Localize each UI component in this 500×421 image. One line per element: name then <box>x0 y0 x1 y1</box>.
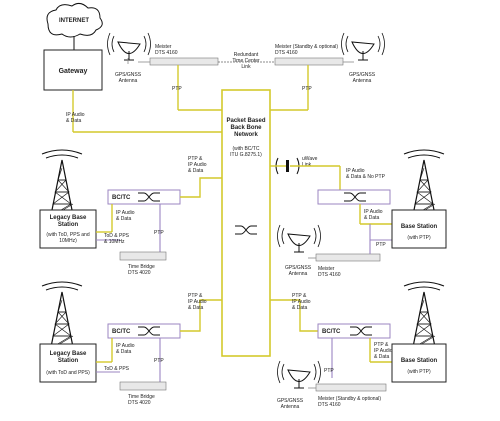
time-bridge-upper[interactable] <box>119 251 167 261</box>
ip-no-ptp-label: IP Audio& Data & No PTP <box>346 168 386 180</box>
master-device-mid-right[interactable] <box>315 253 381 262</box>
internet-cloud: INTERNET <box>46 2 103 38</box>
ptp-label-top-left: PTP <box>172 86 182 92</box>
ptp-label-upper-right: PTP <box>376 242 386 248</box>
ptp-ip-label-lower-right-2: PTP &IP Audio& Data <box>374 342 393 360</box>
base-station-upper-sub: (with PTP) <box>407 235 431 241</box>
tod-label-lower: ToD & PPS <box>104 366 130 372</box>
gnss-antenna-top-left <box>107 32 151 61</box>
master-device-top-right[interactable] <box>274 57 344 66</box>
bctc-label-lower-left: BC/TC <box>112 329 131 335</box>
legacy-base-2-sub: (with ToD and PPS) <box>46 370 90 376</box>
base-station-upper-title: Base Station <box>401 224 438 230</box>
ip-audio-label-upper-left: IP Audio& Data <box>116 210 135 222</box>
time-bridge-lower[interactable] <box>119 381 167 391</box>
bctc-label-lower-right: BC/TC <box>322 329 341 335</box>
base-station-lower-title: Base Station <box>401 358 438 364</box>
ptp-ip-label-lower-right: PTP &IP Audio& Data <box>292 293 311 311</box>
ip-audio-label-lower-left: IP Audio& Data <box>116 343 135 355</box>
ptp-label-lower-left-vert: PTP <box>154 358 164 364</box>
legacy-base-station-1[interactable] <box>39 209 97 249</box>
master-device-bottom-right[interactable] <box>315 383 387 392</box>
gnss-antenna-mid-right <box>277 224 321 253</box>
ptp-label-lower-right: PTP <box>324 368 334 374</box>
master-label-top-right: Meister (Standby & optional)DTS 4160 <box>275 44 338 56</box>
ptp-label-top-right: PTP <box>302 86 312 92</box>
ptp-ip-label-upper-left: PTP &IP Audio& Data <box>188 156 207 174</box>
backbone-network-box[interactable] <box>221 89 271 357</box>
internet-label: INTERNET <box>59 18 89 24</box>
ip-audio-label-upper-right: IP Audio& Data <box>364 209 383 221</box>
ptp-ip-label-lower-left: PTP &IP Audio& Data <box>188 293 207 311</box>
gateway-label: Gateway <box>59 68 88 75</box>
master-label-bottom-right: Meister (Standby & optional)DTS 4160 <box>318 396 381 408</box>
base-station-upper-right[interactable] <box>391 209 447 249</box>
ptp-label-upper-left-vert: PTP <box>154 230 164 236</box>
bctc-box-upper-right[interactable] <box>317 189 391 205</box>
gateway-ip-audio-label: IP Audio& Data <box>66 112 85 124</box>
gnss-antenna-top-right <box>341 32 385 61</box>
tod-label-upper: ToD & PPS& 10MHz <box>104 233 130 245</box>
base-station-lower-sub: (with PTP) <box>407 369 431 375</box>
gnss-antenna-bottom-right <box>277 360 321 389</box>
base-station-lower-right[interactable] <box>391 343 447 383</box>
master-device-top-left[interactable] <box>149 57 219 66</box>
bctc-label-upper-left: BC/TC <box>112 195 131 201</box>
legacy-base-station-2[interactable] <box>39 343 97 383</box>
